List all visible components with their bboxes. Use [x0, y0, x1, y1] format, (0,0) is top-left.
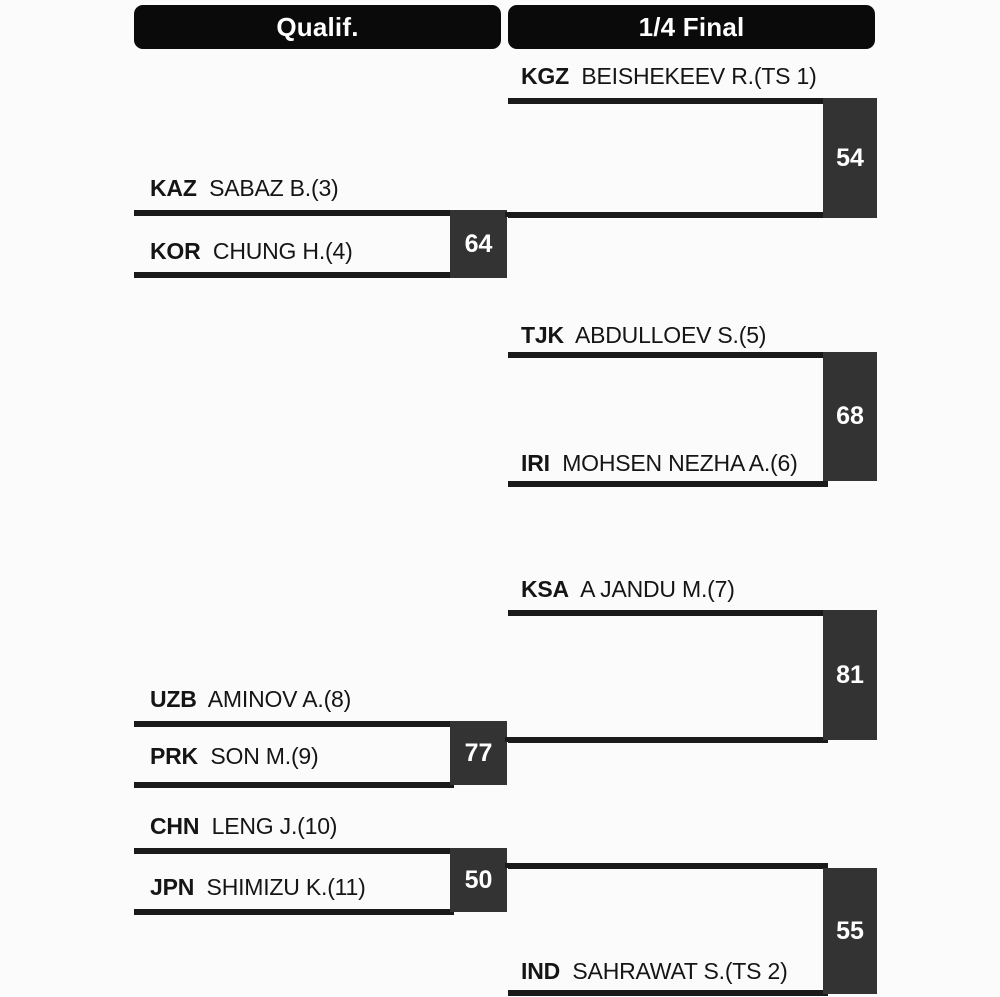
- competitor-q2-bottom-noc: PRK: [150, 743, 205, 769]
- score-box-q3: 50: [450, 848, 507, 912]
- score-box-qf3: 81: [823, 610, 877, 740]
- score-value-qf3: 81: [836, 660, 864, 689]
- round-header-qualif-label: Qualif.: [276, 11, 359, 42]
- competitor-q1-bottom: KOR CHUNG H.(4): [150, 238, 353, 265]
- round-header-quarter-label: 1/4 Final: [638, 11, 745, 42]
- bracket-line-q1-top: [134, 210, 454, 216]
- competitor-qf2-bottom-name: MOHSEN NEZHA A.(6): [562, 450, 798, 476]
- competitor-qf1-top-name: BEISHEKEEV R.(TS 1): [581, 63, 817, 89]
- competitor-q2-bottom-name: SON M.(9): [210, 743, 319, 769]
- competitor-q3-bottom-name: SHIMIZU K.(11): [206, 874, 366, 900]
- round-header-quarter: 1/4 Final: [508, 5, 875, 49]
- round-header-qualif: Qualif.: [134, 5, 501, 49]
- competitor-q3-top-noc: CHN: [150, 813, 206, 839]
- bracket-line-qf4-bottom: [508, 990, 828, 996]
- bracket-line-qf1-top: [508, 98, 828, 104]
- bracket-line-q3-top: [134, 848, 454, 854]
- score-value-qf2: 68: [836, 402, 864, 430]
- score-value-q3: 50: [464, 865, 493, 894]
- bracket-line-q2-top: [134, 721, 454, 727]
- competitor-q3-top-name: LENG J.(10): [211, 813, 338, 839]
- score-box-qf1: 54: [823, 98, 877, 218]
- competitor-qf1-top-noc: KGZ: [521, 63, 576, 89]
- score-value-qf1: 54: [836, 143, 864, 172]
- competitor-q1-top: KAZ SABAZ B.(3): [150, 175, 339, 202]
- competitor-q2-top-noc: UZB: [150, 686, 203, 712]
- connector-q2-to-qf3: [505, 737, 527, 742]
- competitor-qf1-top: KGZ BEISHEKEEV R.(TS 1): [521, 63, 817, 90]
- competitor-qf4-bottom: IND SAHRAWAT S.(TS 2): [521, 958, 788, 985]
- competitor-q2-top-name: AMINOV A.(8): [207, 686, 352, 712]
- bracket-line-qf2-bottom: [508, 481, 828, 487]
- score-value-q1: 64: [464, 229, 493, 258]
- bracket-line-qf3-bottom: [508, 737, 828, 743]
- competitor-q1-bottom-noc: KOR: [150, 238, 207, 264]
- competitor-qf3-top: KSA A JANDU M.(7): [521, 576, 735, 603]
- competitor-qf4-bottom-noc: IND: [521, 958, 567, 984]
- competitor-q1-top-name: SABAZ B.(3): [209, 175, 339, 201]
- competitor-q2-bottom: PRK SON M.(9): [150, 743, 319, 770]
- competitor-q2-top: UZB AMINOV A.(8): [150, 686, 351, 713]
- bracket-line-q1-bottom: [134, 272, 454, 278]
- competitor-qf2-top-noc: TJK: [521, 322, 571, 348]
- competitor-qf4-bottom-name: SAHRAWAT S.(TS 2): [572, 958, 788, 984]
- competitor-qf2-bottom: IRI MOHSEN NEZHA A.(6): [521, 450, 798, 477]
- connector-q1-to-qf1: [505, 212, 527, 217]
- competitor-qf2-bottom-noc: IRI: [521, 450, 556, 476]
- bracket-line-qf2-top: [508, 352, 828, 358]
- competitor-q3-bottom: JPN SHIMIZU K.(11): [150, 874, 366, 901]
- competitor-q1-bottom-name: CHUNG H.(4): [212, 238, 353, 264]
- competitor-qf2-top: TJK ABDULLOEV S.(5): [521, 322, 766, 349]
- competitor-q1-top-noc: KAZ: [150, 175, 203, 201]
- bracket-line-qf1-bottom: [508, 212, 828, 218]
- score-box-q2: 77: [450, 721, 507, 785]
- score-box-qf4: 55: [823, 868, 877, 994]
- competitor-qf3-top-noc: KSA: [521, 576, 576, 602]
- competitor-q3-top: CHN LENG J.(10): [150, 813, 337, 840]
- score-box-q1: 64: [450, 210, 507, 278]
- bracket-line-q3-bottom: [134, 909, 454, 915]
- bracket-line-q2-bottom: [134, 782, 454, 788]
- competitor-q3-bottom-noc: JPN: [150, 874, 201, 900]
- competitor-qf3-top-name: A JANDU M.(7): [580, 576, 735, 602]
- score-value-qf4: 55: [836, 916, 864, 945]
- score-value-q2: 77: [464, 738, 493, 767]
- competitor-qf2-top-name: ABDULLOEV S.(5): [574, 322, 767, 348]
- bracket-line-qf4-top: [508, 863, 828, 869]
- bracket-line-qf3-top: [508, 610, 828, 616]
- score-box-qf2: 68: [823, 352, 877, 481]
